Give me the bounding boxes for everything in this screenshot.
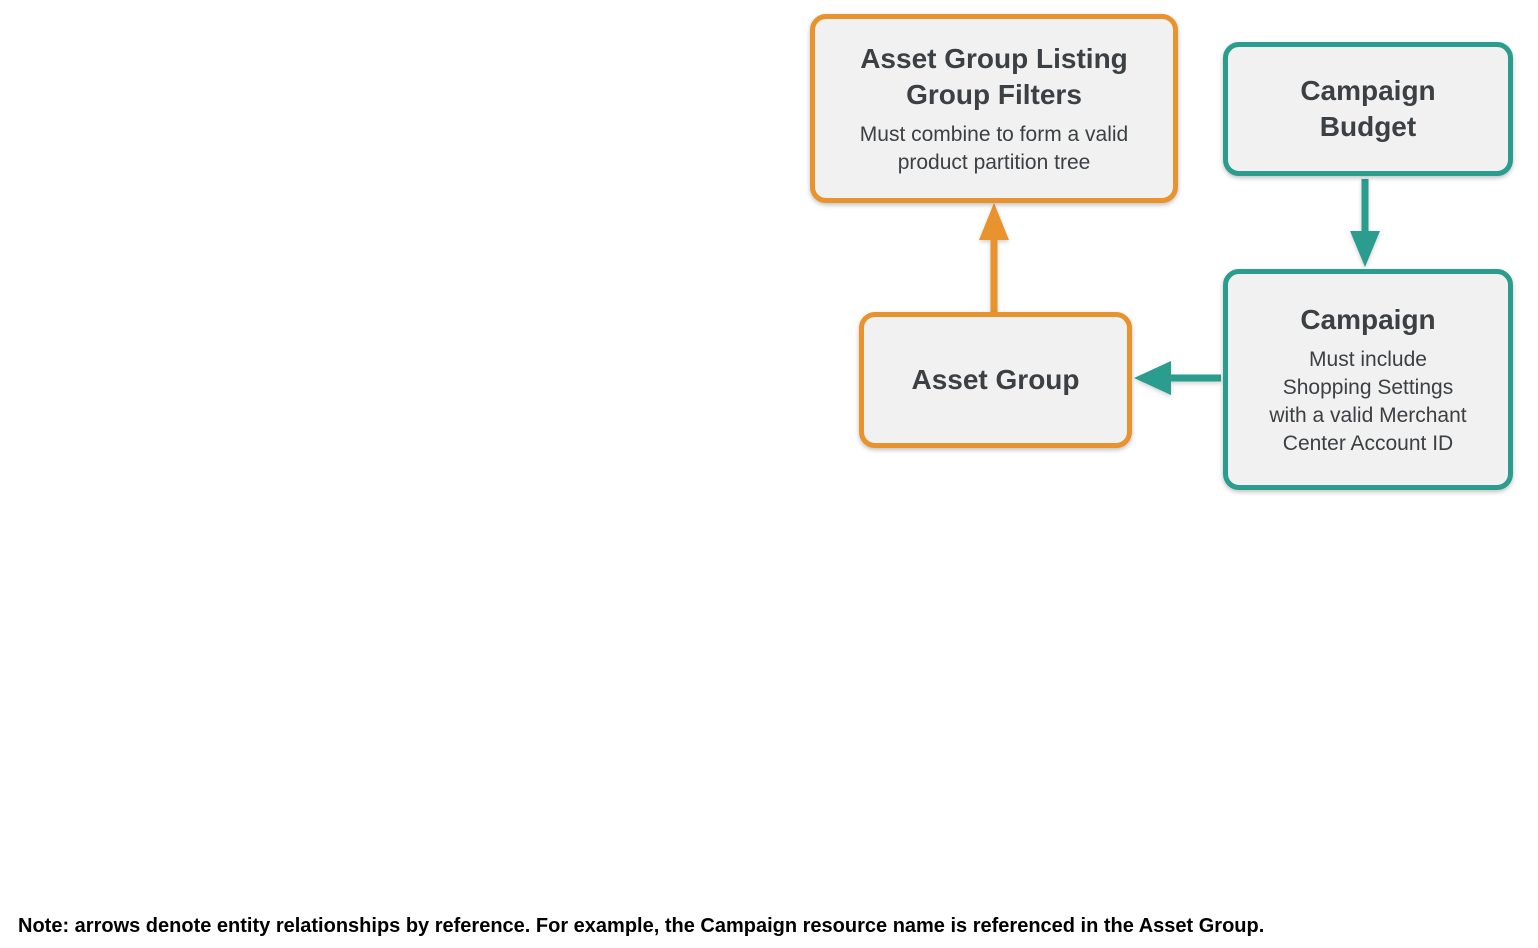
node-subtitle: Must include Shopping Settings with a va… [1269,346,1466,458]
arrow-campaign-to-asset-group [1134,361,1221,395]
arrow-asset-group-to-listing-filters [979,203,1009,314]
node-subtitle-line: Must include [1309,347,1427,371]
node-subtitle-line: with a valid Merchant [1269,403,1467,427]
node-title-line: Campaign [1300,75,1436,106]
node-asset-group: Asset Group [859,312,1132,448]
node-title-line: Campaign [1300,303,1436,335]
node-subtitle-line: Must combine to form a valid [859,122,1129,146]
node-subtitle-line: Shopping Settings [1282,375,1454,399]
node-campaign-budget: Campaign Budget [1223,42,1513,176]
footnote: Note: arrows denote entity relationships… [18,915,1265,937]
node-title: Campaign [1300,302,1435,338]
node-campaign: Campaign Must include Shopping Settings … [1223,269,1513,490]
node-title-line: Budget [1319,111,1417,142]
node-title: Asset Group [911,362,1079,398]
node-subtitle: Must combine to form a valid product par… [860,121,1128,177]
arrow-campaign-budget-to-campaign [1350,179,1380,267]
node-title-line: Group Filters [906,78,1082,110]
node-subtitle-line: product partition tree [897,150,1091,174]
node-title: Asset Group Listing Group Filters [860,41,1128,113]
node-title-line: Asset Group [911,364,1080,395]
node-subtitle-line: Center Account ID [1282,431,1454,455]
node-asset-group-listing-group-filters: Asset Group Listing Group Filters Must c… [810,14,1178,203]
node-title: Campaign Budget [1300,73,1435,145]
node-title-line: Asset Group Listing [860,42,1128,74]
